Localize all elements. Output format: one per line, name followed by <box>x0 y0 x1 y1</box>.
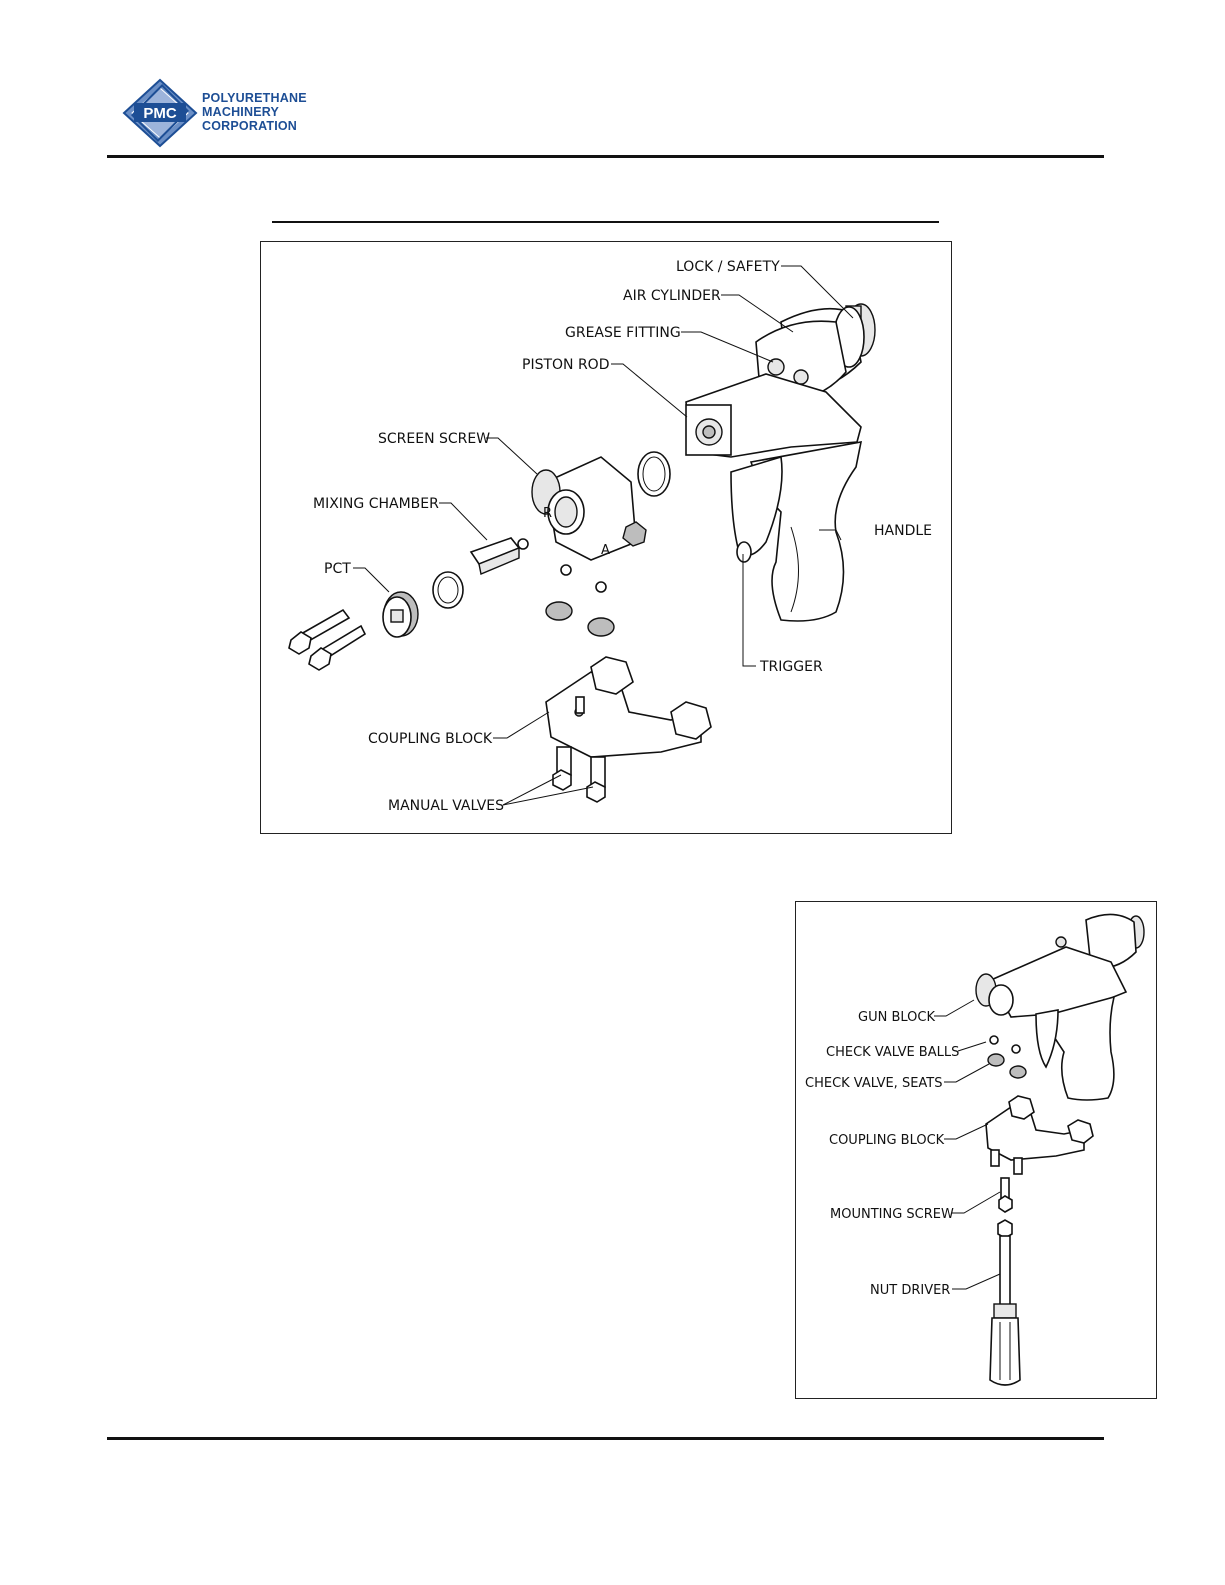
pmc-diamond-emblem: PMC <box>122 78 198 148</box>
coupling-block-part <box>546 657 711 802</box>
exploded-view-drawing: R A <box>261 242 951 833</box>
screws-part <box>289 610 365 670</box>
label-piston-rod: PISTON ROD <box>522 357 609 373</box>
check-valve-removal-figure: GUN BLOCK CHECK VALVE BALLS CHECK VALVE,… <box>795 901 1157 1399</box>
label-gun-block: GUN BLOCK <box>858 1010 935 1025</box>
header-rule <box>107 155 1104 158</box>
gun-block-part: R A <box>532 457 646 560</box>
gun-assembly-part <box>976 914 1144 1100</box>
logo-initials: PMC <box>143 105 177 122</box>
label-check-valve-seats: CHECK VALVE, SEATS <box>805 1076 942 1091</box>
label-manual-valves: MANUAL VALVES <box>388 798 504 814</box>
label-grease-fitting: GREASE FITTING <box>565 325 681 341</box>
exploded-view-figure: R A <box>260 241 952 834</box>
side-check-seat-right <box>1010 1066 1026 1078</box>
side-coupling-block-part <box>986 1096 1093 1174</box>
label-air-cylinder: AIR CYLINDER <box>623 288 721 304</box>
label-pct: PCT <box>324 561 351 577</box>
label-trigger: TRIGGER <box>759 659 823 675</box>
logo-line-3: CORPORATION <box>202 119 307 133</box>
check-seat-right <box>588 618 614 636</box>
check-valve-removal-drawing: GUN BLOCK CHECK VALVE BALLS CHECK VALVE,… <box>796 902 1156 1398</box>
logo-line-2: MACHINERY <box>202 105 307 119</box>
side-check-seat-left <box>988 1054 1004 1066</box>
logo-line-1: POLYURETHANE <box>202 91 307 105</box>
check-ball-right <box>596 582 606 592</box>
side-check-ball-right <box>1012 1045 1020 1053</box>
block-letter-a: A <box>601 543 610 558</box>
company-logo: PMC POLYURETHANE MACHINERY CORPORATION <box>122 78 332 148</box>
mixing-chamber-part <box>471 538 528 574</box>
check-seat-left <box>546 602 572 620</box>
footer-rule <box>107 1437 1104 1440</box>
label-coupling-block: COUPLING BLOCK <box>368 731 493 747</box>
label-screen-screw: SCREEN SCREW <box>378 431 490 447</box>
label-handle: HANDLE <box>874 523 932 539</box>
side-check-ball-left <box>990 1036 998 1044</box>
label-lock-safety: LOCK / SAFETY <box>676 259 780 275</box>
check-ball-left <box>561 565 571 575</box>
mounting-screw-part <box>999 1178 1012 1212</box>
block-letter-r: R <box>543 506 552 521</box>
pct-part <box>383 592 418 637</box>
nut-driver-part <box>990 1220 1020 1385</box>
label-mixing-chamber: MIXING CHAMBER <box>313 496 439 512</box>
trigger-part <box>731 457 782 562</box>
section-rule <box>272 221 939 223</box>
label-nut-driver: NUT DRIVER <box>870 1283 950 1298</box>
label-check-valve-balls: CHECK VALVE BALLS <box>826 1045 959 1060</box>
label-mounting-screw: MOUNTING SCREW <box>830 1207 954 1222</box>
label-side-coupling-block: COUPLING BLOCK <box>829 1133 945 1148</box>
